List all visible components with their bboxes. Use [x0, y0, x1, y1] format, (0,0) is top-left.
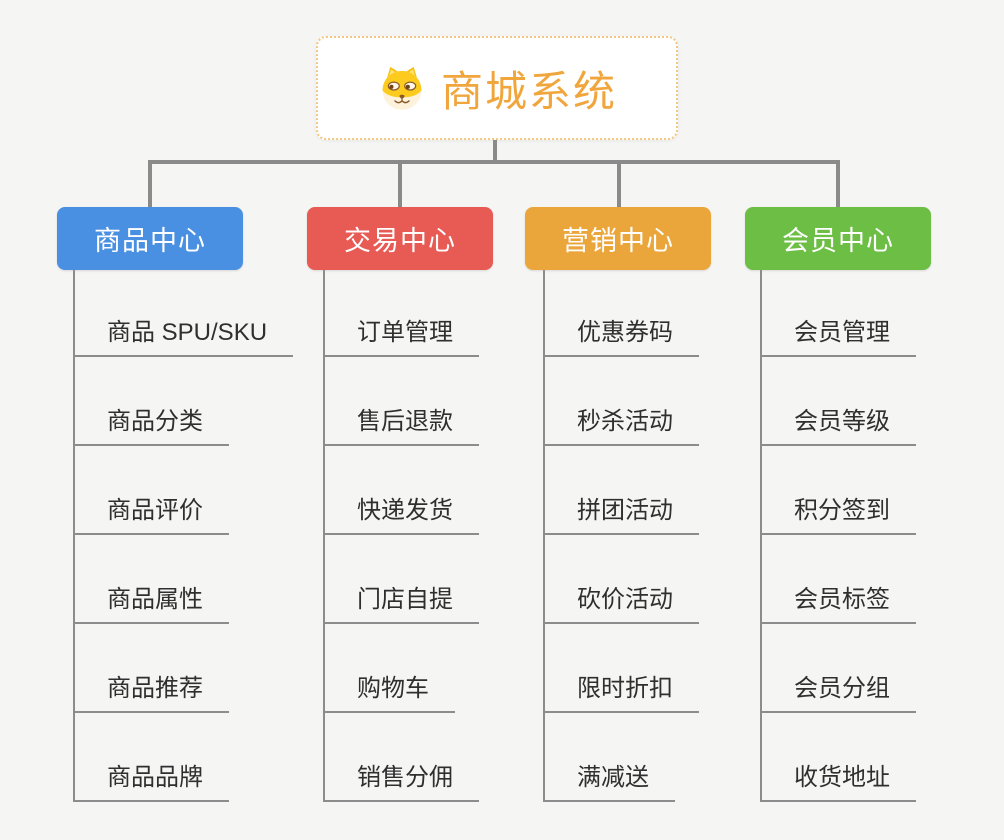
branch-drop-line-1 — [398, 160, 402, 207]
leaf-node[interactable]: 优惠券码 — [543, 319, 699, 357]
root-node[interactable]: 商城系统 — [316, 36, 678, 140]
leaf-node[interactable]: 商品评价 — [73, 497, 229, 535]
leaf-node[interactable]: 满减送 — [543, 764, 675, 802]
branch-label: 交易中心 — [344, 226, 456, 256]
leaf-node[interactable]: 积分签到 — [760, 497, 916, 535]
leaf-node[interactable]: 会员管理 — [760, 319, 916, 357]
branch-label: 会员中心 — [782, 226, 894, 256]
leaf-node[interactable]: 商品品牌 — [73, 764, 229, 802]
leaf-node[interactable]: 收货地址 — [760, 764, 916, 802]
branch-drop-line-2 — [617, 160, 621, 207]
branch-drop-line-0 — [148, 160, 152, 207]
leaf-node[interactable]: 商品属性 — [73, 586, 229, 624]
branch-node-0[interactable]: 商品中心 — [57, 207, 243, 270]
branch-trunk-line — [543, 270, 545, 802]
root-title: 商城系统 — [440, 67, 617, 115]
leaf-node[interactable]: 商品推荐 — [73, 675, 229, 713]
leaf-node[interactable]: 商品 SPU/SKU — [73, 319, 294, 357]
branch-trunk-line — [73, 270, 75, 802]
leaf-node[interactable]: 售后退款 — [323, 408, 479, 446]
leaf-node[interactable]: 商品分类 — [73, 408, 229, 446]
leaf-node[interactable]: 订单管理 — [323, 319, 479, 357]
leaf-node[interactable]: 快递发货 — [323, 497, 479, 535]
branch-node-2[interactable]: 营销中心 — [525, 207, 711, 270]
leaf-node[interactable]: 门店自提 — [323, 586, 479, 624]
branch-label: 商品中心 — [94, 226, 206, 256]
leaf-node[interactable]: 会员分组 — [760, 675, 916, 713]
branch-node-3[interactable]: 会员中心 — [745, 207, 931, 270]
branch-trunk-line — [323, 270, 325, 802]
horizontal-connector-line — [148, 160, 840, 164]
leaf-node[interactable]: 会员标签 — [760, 586, 916, 624]
branch-drop-line-3 — [836, 160, 840, 207]
branch-node-1[interactable]: 交易中心 — [307, 207, 493, 270]
branch-label: 营销中心 — [562, 226, 674, 256]
dog-face-icon — [377, 64, 427, 112]
leaf-node[interactable]: 销售分佣 — [323, 764, 479, 802]
leaf-node[interactable]: 秒杀活动 — [543, 408, 699, 446]
branch-trunk-line — [760, 270, 762, 802]
leaf-node[interactable]: 会员等级 — [760, 408, 916, 446]
root-trunk-line — [493, 140, 497, 164]
leaf-node[interactable]: 砍价活动 — [543, 586, 699, 624]
leaf-node[interactable]: 购物车 — [323, 675, 455, 713]
leaf-node[interactable]: 限时折扣 — [543, 675, 699, 713]
leaf-node[interactable]: 拼团活动 — [543, 497, 699, 535]
